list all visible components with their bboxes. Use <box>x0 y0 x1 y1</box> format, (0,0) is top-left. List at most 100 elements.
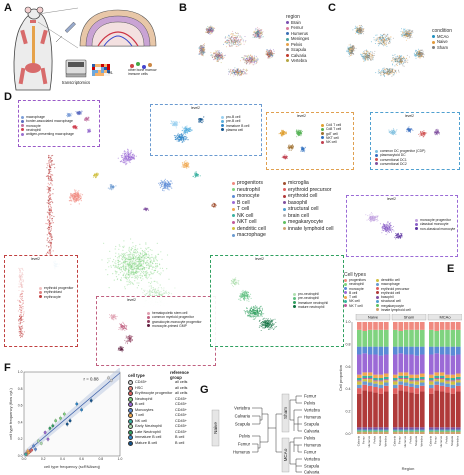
umap-point <box>235 35 237 36</box>
umap-point <box>384 45 386 46</box>
umap-point <box>387 70 389 72</box>
umap-point <box>403 32 405 34</box>
umap-point <box>73 189 76 191</box>
umap-point <box>382 71 383 73</box>
legend-swatch <box>283 214 286 218</box>
umap-point <box>151 290 153 291</box>
umap-point <box>128 263 131 265</box>
heatmap-cell <box>95 70 98 73</box>
umap-point <box>241 73 243 75</box>
umap-point <box>200 51 202 53</box>
umap-point <box>248 58 250 60</box>
umap-point <box>120 279 122 282</box>
umap-point <box>216 56 218 58</box>
umap-point <box>85 116 87 118</box>
umap-point <box>218 51 220 53</box>
umap-point <box>142 268 144 270</box>
umap-point <box>154 269 156 272</box>
umap-point <box>253 56 255 58</box>
umap-point <box>124 261 126 264</box>
umap-point <box>51 222 53 224</box>
umap-point <box>136 278 139 280</box>
umap-point <box>122 266 124 268</box>
umap-point <box>117 263 120 265</box>
umap-point <box>261 29 263 31</box>
legend-label: Pelvis <box>291 41 303 47</box>
umap-point <box>127 271 129 273</box>
umap-point <box>150 293 151 295</box>
umap-point <box>93 174 95 176</box>
umap-point <box>130 266 132 268</box>
umap-point <box>234 35 235 36</box>
heatmap-cell <box>107 73 110 76</box>
umap-point <box>140 256 143 258</box>
umap-point <box>137 267 139 269</box>
umap-point <box>364 50 366 52</box>
umap-point <box>131 266 133 268</box>
umap-point <box>349 47 351 49</box>
umap-point <box>393 61 395 63</box>
umap-point <box>74 126 76 128</box>
umap-point <box>243 73 245 75</box>
umap-point <box>146 260 148 262</box>
umap-point <box>49 213 51 215</box>
legend-label: megakaryocyte <box>288 219 324 225</box>
umap-point <box>221 53 223 55</box>
umap-point <box>131 271 133 273</box>
legend-swatch <box>283 220 286 224</box>
umap-point <box>127 277 129 279</box>
transcriptomics-label: transcriptomics <box>62 80 91 85</box>
umap-point <box>118 264 120 266</box>
umap-point <box>128 256 130 258</box>
umap-point <box>245 40 247 42</box>
umap-point <box>364 58 366 60</box>
umap-point <box>137 267 139 270</box>
umap-point <box>165 187 167 189</box>
umap-point <box>148 273 150 276</box>
umap-point <box>132 261 134 263</box>
umap-point <box>410 32 412 34</box>
umap-point <box>136 252 138 254</box>
umap-point <box>49 239 51 241</box>
vs-label: vs. <box>108 70 114 75</box>
umap-point <box>128 271 130 273</box>
umap-point <box>50 178 52 180</box>
umap-point <box>155 289 156 291</box>
umap-point <box>50 209 52 211</box>
umap-point <box>214 205 216 207</box>
umap-point <box>47 252 49 254</box>
umap-point <box>352 48 354 50</box>
umap-point <box>149 291 151 293</box>
umap-point <box>122 265 124 267</box>
umap-point <box>257 36 259 38</box>
umap-point <box>254 36 255 38</box>
umap-point <box>134 263 136 265</box>
other-bm-label: other bone marrow immune cells <box>128 68 157 77</box>
umap-point <box>131 264 133 267</box>
umap-point <box>399 59 401 61</box>
umap-point <box>72 126 73 128</box>
umap-point <box>134 280 136 282</box>
umap-point <box>140 256 142 259</box>
umap-point <box>225 41 226 42</box>
umap-point <box>367 51 369 53</box>
umap-point <box>125 277 127 279</box>
umap-point <box>122 159 124 161</box>
umap-point <box>216 51 218 53</box>
umap-point <box>248 59 250 61</box>
panel-label-e: E <box>447 263 455 275</box>
umap-point <box>271 57 273 58</box>
umap-point <box>232 33 234 35</box>
umap-point <box>384 72 386 74</box>
umap-point <box>145 252 147 255</box>
umap-point <box>145 254 147 256</box>
umap-point <box>378 70 380 72</box>
umap-point <box>127 258 129 260</box>
umap-point <box>386 34 388 35</box>
umap-point <box>123 276 125 278</box>
umap-point <box>139 265 141 267</box>
umap-point <box>131 154 133 156</box>
umap-point <box>133 155 135 157</box>
umap-point <box>80 113 82 115</box>
umap-point <box>132 258 134 261</box>
